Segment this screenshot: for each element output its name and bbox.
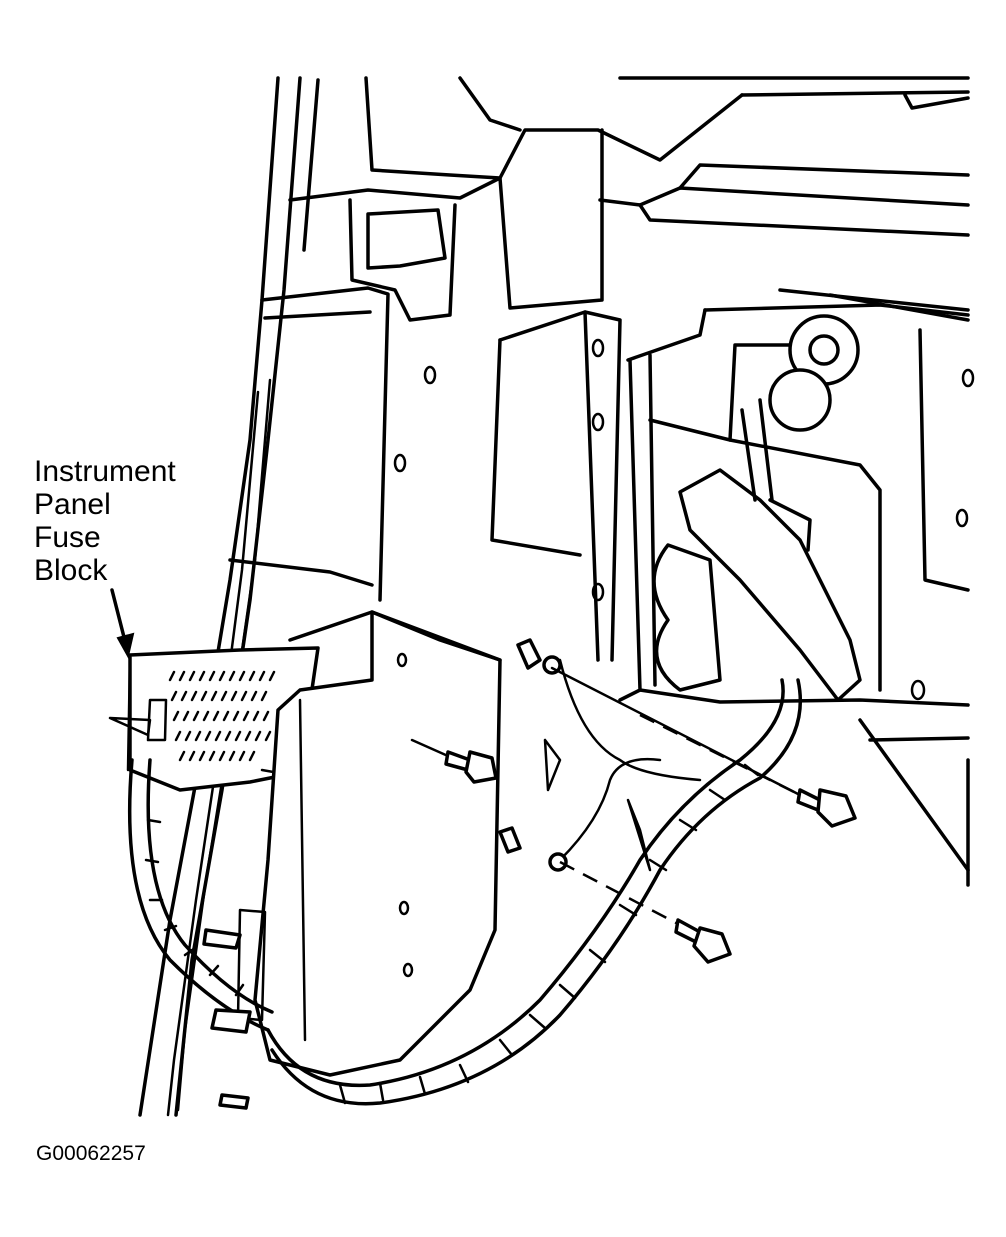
blower-components: [652, 314, 862, 702]
lower-trim-panel: [236, 338, 975, 1077]
fuse-slots: [168, 670, 276, 762]
figure-id: G00062257: [36, 1142, 146, 1165]
bolt-upper-left: [410, 738, 498, 784]
callout-arrow: [110, 588, 135, 659]
callout-line-4: Block: [34, 554, 108, 587]
indicator-arrows: [543, 738, 652, 872]
fuse-block-callout-label: Instrument Panel Fuse Block: [34, 455, 176, 587]
bolt-right: [550, 666, 857, 828]
ground-terminals: [498, 638, 568, 872]
callout-line-2: Panel: [34, 488, 111, 521]
trim-clips: [202, 928, 252, 1110]
bolt-lower: [559, 860, 732, 964]
bolt-right-guide: [639, 713, 801, 797]
callout-line-1: Instrument: [34, 455, 176, 488]
callout-line-3: Fuse: [34, 521, 101, 554]
instrument-panel-structure: [228, 76, 970, 887]
